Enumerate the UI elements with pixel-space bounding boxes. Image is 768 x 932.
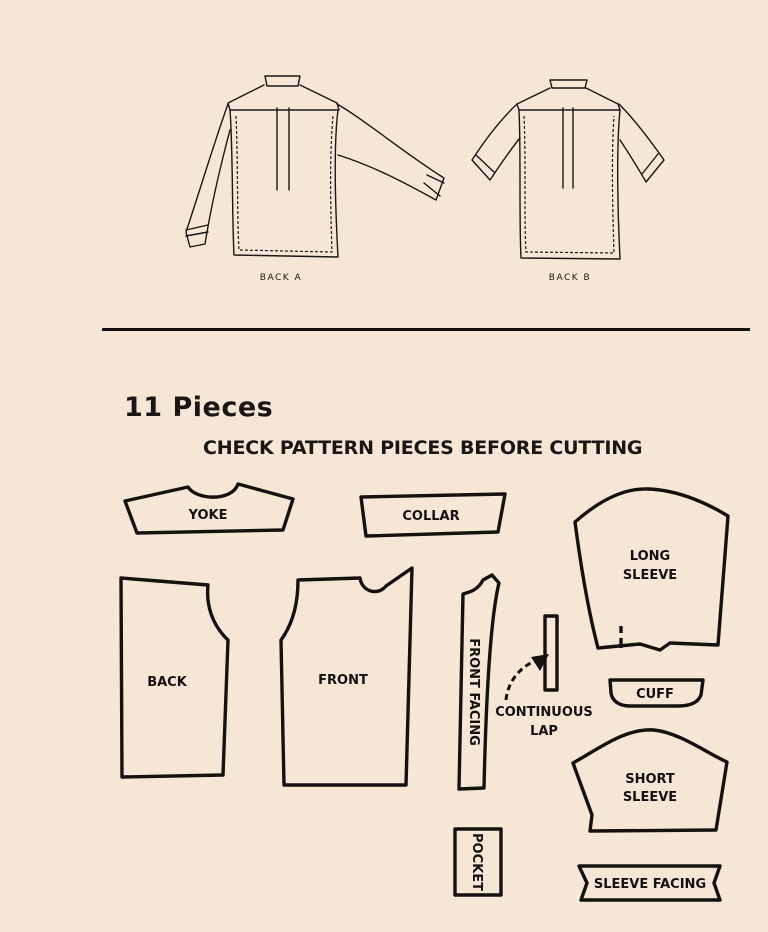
piece-continuous-lap: CONTINUOUS LAP	[495, 614, 593, 739]
piece-pocket: POCKET	[453, 827, 503, 897]
piece-front-facing: FRONT FACING	[457, 573, 501, 791]
long-sleeve-label: SLEEVE	[623, 568, 677, 583]
sleeve-facing-label: SLEEVE FACING	[594, 877, 706, 892]
piece-cuff: CUFF	[608, 678, 705, 708]
shirt-back-b-illustration	[471, 79, 665, 260]
piece-long-sleeve: LONG SLEEVE	[573, 487, 730, 652]
piece-sleeve-facing: SLEEVE FACING	[577, 864, 722, 902]
piece-yoke: YOKE	[123, 482, 295, 535]
shirt-back-a-illustration	[185, 75, 445, 258]
long-sleeve-label: LONG	[630, 549, 670, 564]
dashed-arrow-line	[504, 658, 539, 701]
collar-label: COLLAR	[402, 509, 459, 524]
short-sleeve-label: SHORT	[625, 772, 675, 787]
back-a-label: BACK A	[260, 273, 302, 283]
yoke-label: YOKE	[188, 508, 228, 523]
back-label: BACK	[147, 675, 188, 690]
piece-front: FRONT	[279, 566, 414, 787]
back-b-label: BACK B	[549, 273, 591, 283]
pieces-count-heading: 11 Pieces	[124, 392, 274, 423]
pocket-label: POCKET	[469, 833, 484, 891]
continuous-lap-label: CONTINUOUS	[495, 705, 593, 720]
piece-back: BACK	[119, 576, 230, 779]
instruction-heading: CHECK PATTERN PIECES BEFORE CUTTING	[203, 437, 643, 459]
front-label: FRONT	[318, 673, 368, 688]
divider-rule	[102, 328, 750, 331]
piece-collar: COLLAR	[359, 492, 507, 538]
short-sleeve-label: SLEEVE	[623, 790, 677, 805]
cuff-label: CUFF	[636, 687, 674, 702]
continuous-lap-label: LAP	[530, 724, 558, 739]
arrow-icon	[531, 654, 549, 671]
piece-short-sleeve: SHORT SLEEVE	[571, 728, 729, 833]
front-facing-label: FRONT FACING	[466, 638, 481, 746]
